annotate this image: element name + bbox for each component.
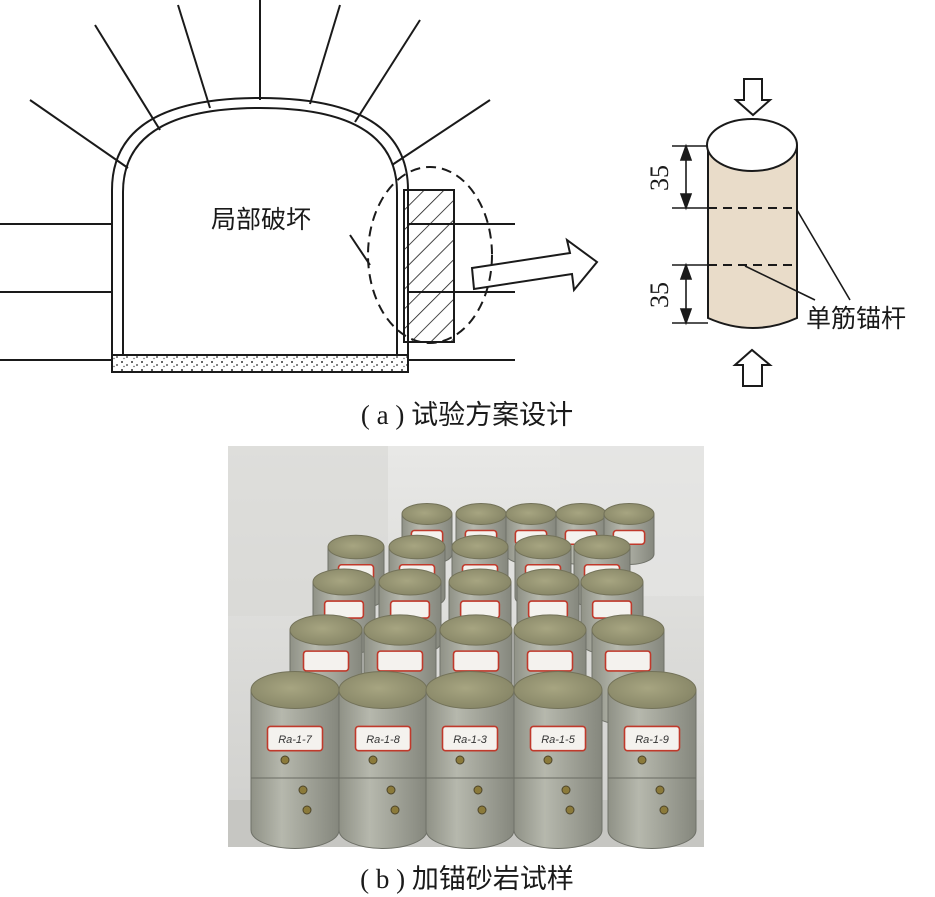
rebar-end	[637, 755, 647, 765]
dimension-lower	[672, 262, 708, 326]
dimension-upper	[672, 143, 708, 211]
rock-specimen: Ra-1-5	[513, 671, 603, 849]
rebar-end	[659, 805, 669, 815]
dimension-top-value: 35	[645, 165, 674, 191]
rebar-label: 单筋锚杆	[806, 304, 906, 333]
specimen-tag: Ra-1-7	[278, 734, 313, 746]
local-failure-label: 局部破坏	[211, 205, 311, 234]
rebar-end	[280, 755, 290, 765]
specimen-label-sticker	[623, 725, 681, 752]
specimen-label-sticker	[604, 650, 652, 672]
rebar-end	[543, 755, 553, 765]
caption-a: ( a ) 试验方案设计	[361, 400, 573, 430]
transfer-arrow	[470, 237, 599, 293]
failure-zone-ellipse	[367, 166, 493, 344]
rebar-end	[655, 785, 665, 795]
rebar-end	[302, 805, 312, 815]
specimen-label-sticker	[354, 725, 412, 752]
specimen-tag: Ra-1-8	[366, 734, 401, 746]
rock-specimen: Ra-1-3	[425, 671, 515, 849]
rebar-end	[390, 805, 400, 815]
specimen-tag: Ra-1-5	[541, 734, 576, 746]
specimen-label-sticker	[441, 725, 499, 752]
rebar-label-leader-2	[744, 265, 816, 301]
rock-specimen: Ra-1-9	[607, 671, 697, 849]
specimen-label-sticker	[529, 725, 587, 752]
specimen-label-sticker	[302, 650, 350, 672]
rebar-end	[386, 785, 396, 795]
rebar-end	[298, 785, 308, 795]
rock-specimen: Ra-1-7	[250, 671, 340, 849]
rebar-end	[455, 755, 465, 765]
load-arrow-down	[733, 78, 773, 117]
failure-zone-block	[403, 189, 455, 343]
dimension-bottom-value: 35	[645, 282, 674, 308]
rebar-label-leader-1	[796, 209, 851, 301]
load-arrow-up	[732, 348, 773, 387]
tunnel-lining-inner	[122, 106, 398, 355]
tunnel-lining-outer	[111, 96, 409, 365]
caption-b: ( b ) 加锚砂岩试样	[360, 864, 574, 894]
specimen-label-sticker	[376, 650, 424, 672]
rock-specimen: Ra-1-8	[338, 671, 428, 849]
specimen-tag: Ra-1-9	[635, 734, 669, 746]
specimen-tag: Ra-1-3	[453, 734, 488, 746]
specimen-cylinder	[706, 118, 851, 329]
specimen-label-sticker	[452, 650, 500, 672]
rebar-end	[477, 805, 487, 815]
rebar-end	[565, 805, 575, 815]
rebar-end	[368, 755, 378, 765]
rebar-end	[561, 785, 571, 795]
specimen-label-sticker	[266, 725, 324, 752]
specimen-top	[706, 118, 798, 172]
rock-specimens: Ra-1-7 Ra-1-8 Ra-1-3 Ra-1-5 Ra-1-9	[250, 503, 697, 849]
rebar-end	[473, 785, 483, 795]
specimen-body	[707, 145, 798, 329]
specimen-label-sticker	[526, 650, 574, 672]
tunnel-invert	[111, 354, 409, 373]
specimen-photo: Ra-1-7 Ra-1-8 Ra-1-3 Ra-1-5 Ra-1-9	[228, 446, 704, 849]
failure-label-leader	[349, 234, 371, 266]
tunnel-diagram	[0, 0, 599, 373]
